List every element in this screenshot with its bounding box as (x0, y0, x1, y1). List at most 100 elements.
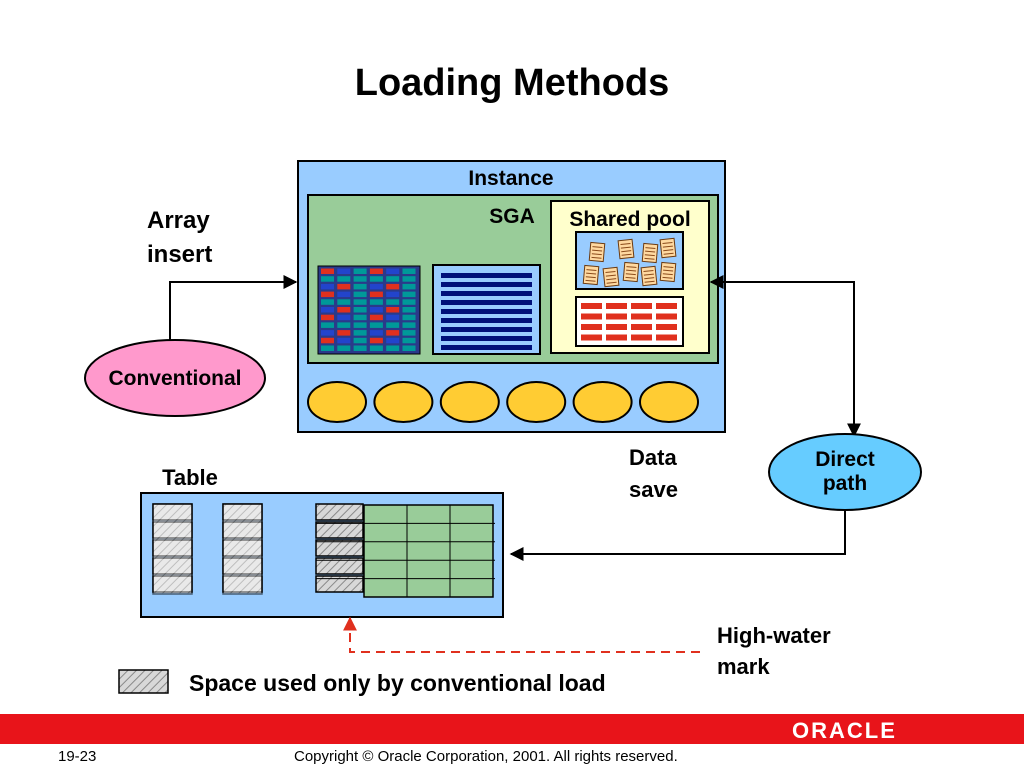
buffer-block (369, 268, 383, 274)
buffer-block (386, 337, 400, 344)
dictionary-row (631, 324, 652, 330)
doc-line (606, 281, 617, 284)
dictionary-row (606, 334, 627, 341)
conventional-space-block (315, 557, 364, 575)
legend-label: Space used only by conventional load (189, 670, 606, 696)
doc-page (641, 242, 659, 264)
doc-page (640, 265, 658, 287)
doc-line (662, 242, 673, 245)
instance-label: Instance (468, 167, 553, 190)
sql-statement-doc (582, 264, 600, 286)
buffer-block (386, 276, 400, 282)
background-process (506, 381, 567, 423)
shared-pool-label: Shared pool (569, 208, 690, 231)
background-process (307, 381, 367, 423)
doc-line (626, 266, 637, 268)
doc-line (606, 278, 617, 281)
buffer-block (337, 314, 351, 321)
buffer-block (321, 337, 334, 344)
dictionary-row (606, 303, 627, 309)
high-water-mark-line (343, 616, 700, 653)
buffer-block (369, 322, 383, 328)
doc-line (626, 269, 637, 272)
redo-log-entry (441, 291, 532, 296)
doc-line (643, 270, 654, 273)
high-water-mark-label-line2: mark (717, 654, 770, 679)
dictionary-row (656, 313, 677, 320)
buffer-block (321, 307, 334, 313)
buffer-block (337, 345, 351, 351)
buffer-block (369, 299, 383, 305)
dictionary-row (606, 313, 627, 320)
doc-line (621, 250, 632, 253)
doc-line (644, 280, 655, 283)
buffer-block (386, 330, 400, 336)
buffer-block (369, 345, 383, 351)
buffer-block (353, 314, 367, 321)
conventional-space-block (315, 539, 364, 557)
conventional-label: Conventional (108, 367, 241, 390)
high-water-mark-label-line1: High-water (717, 623, 831, 648)
buffer-block (369, 283, 383, 290)
dictionary-row (581, 313, 602, 320)
buffer-block (402, 337, 416, 344)
buffer-block (402, 299, 416, 305)
buffer-block (369, 314, 383, 321)
shared-pool: Shared pool (550, 200, 710, 354)
buffer-block (337, 283, 351, 290)
buffer-block (337, 337, 351, 344)
doc-line (645, 247, 656, 249)
sql-statement-doc (617, 238, 635, 260)
doc-line (663, 266, 674, 268)
doc-line (620, 246, 631, 249)
doc-page (659, 237, 677, 259)
buffer-block (386, 291, 400, 298)
redo-log-entry (441, 309, 532, 314)
sql-statement-doc (659, 237, 677, 259)
buffer-block (402, 307, 416, 313)
background-process (572, 381, 633, 423)
conventional-space-block (315, 521, 364, 539)
buffer-block (337, 299, 351, 305)
doc-page (622, 261, 640, 283)
doc-line (621, 253, 632, 256)
doc-line (592, 249, 603, 252)
conventional-ellipse (84, 339, 266, 417)
buffer-block (402, 345, 416, 351)
buffer-block (353, 276, 367, 282)
array-insert-label-line2: insert (147, 241, 212, 268)
buffer-block (386, 345, 400, 351)
buffer-block (402, 276, 416, 282)
buffer-block (321, 268, 334, 274)
buffer-block (353, 337, 367, 344)
redo-log-entry (441, 327, 532, 332)
doc-line (663, 249, 674, 252)
buffer-block (402, 268, 416, 274)
buffer-block (353, 330, 367, 336)
doc-line (592, 246, 603, 248)
data-save-label-line1: Data (629, 445, 677, 470)
doc-line (662, 276, 673, 279)
conventional-path: Conventional Array insert (84, 207, 298, 417)
redo-log-entry (441, 273, 532, 278)
doc-line (585, 276, 596, 279)
direct-path-sga-arrow (709, 275, 861, 438)
buffer-block (369, 337, 383, 344)
doc-page (588, 241, 606, 263)
page-number: 19-23 (58, 748, 97, 765)
buffer-block (386, 314, 400, 321)
doc-page (602, 266, 620, 288)
doc-page (582, 264, 600, 286)
doc-page (617, 238, 635, 260)
doc-line (644, 257, 655, 260)
doc-line (625, 273, 636, 276)
buffer-block (337, 276, 351, 282)
redo-log-entry (441, 282, 532, 287)
doc-line (662, 245, 673, 248)
buffer-block (386, 268, 400, 274)
buffer-block (386, 299, 400, 305)
background-processes (307, 381, 699, 423)
buffer-block (337, 307, 351, 313)
buffer-block (337, 291, 351, 298)
direct-path-table-arrow (509, 510, 846, 561)
